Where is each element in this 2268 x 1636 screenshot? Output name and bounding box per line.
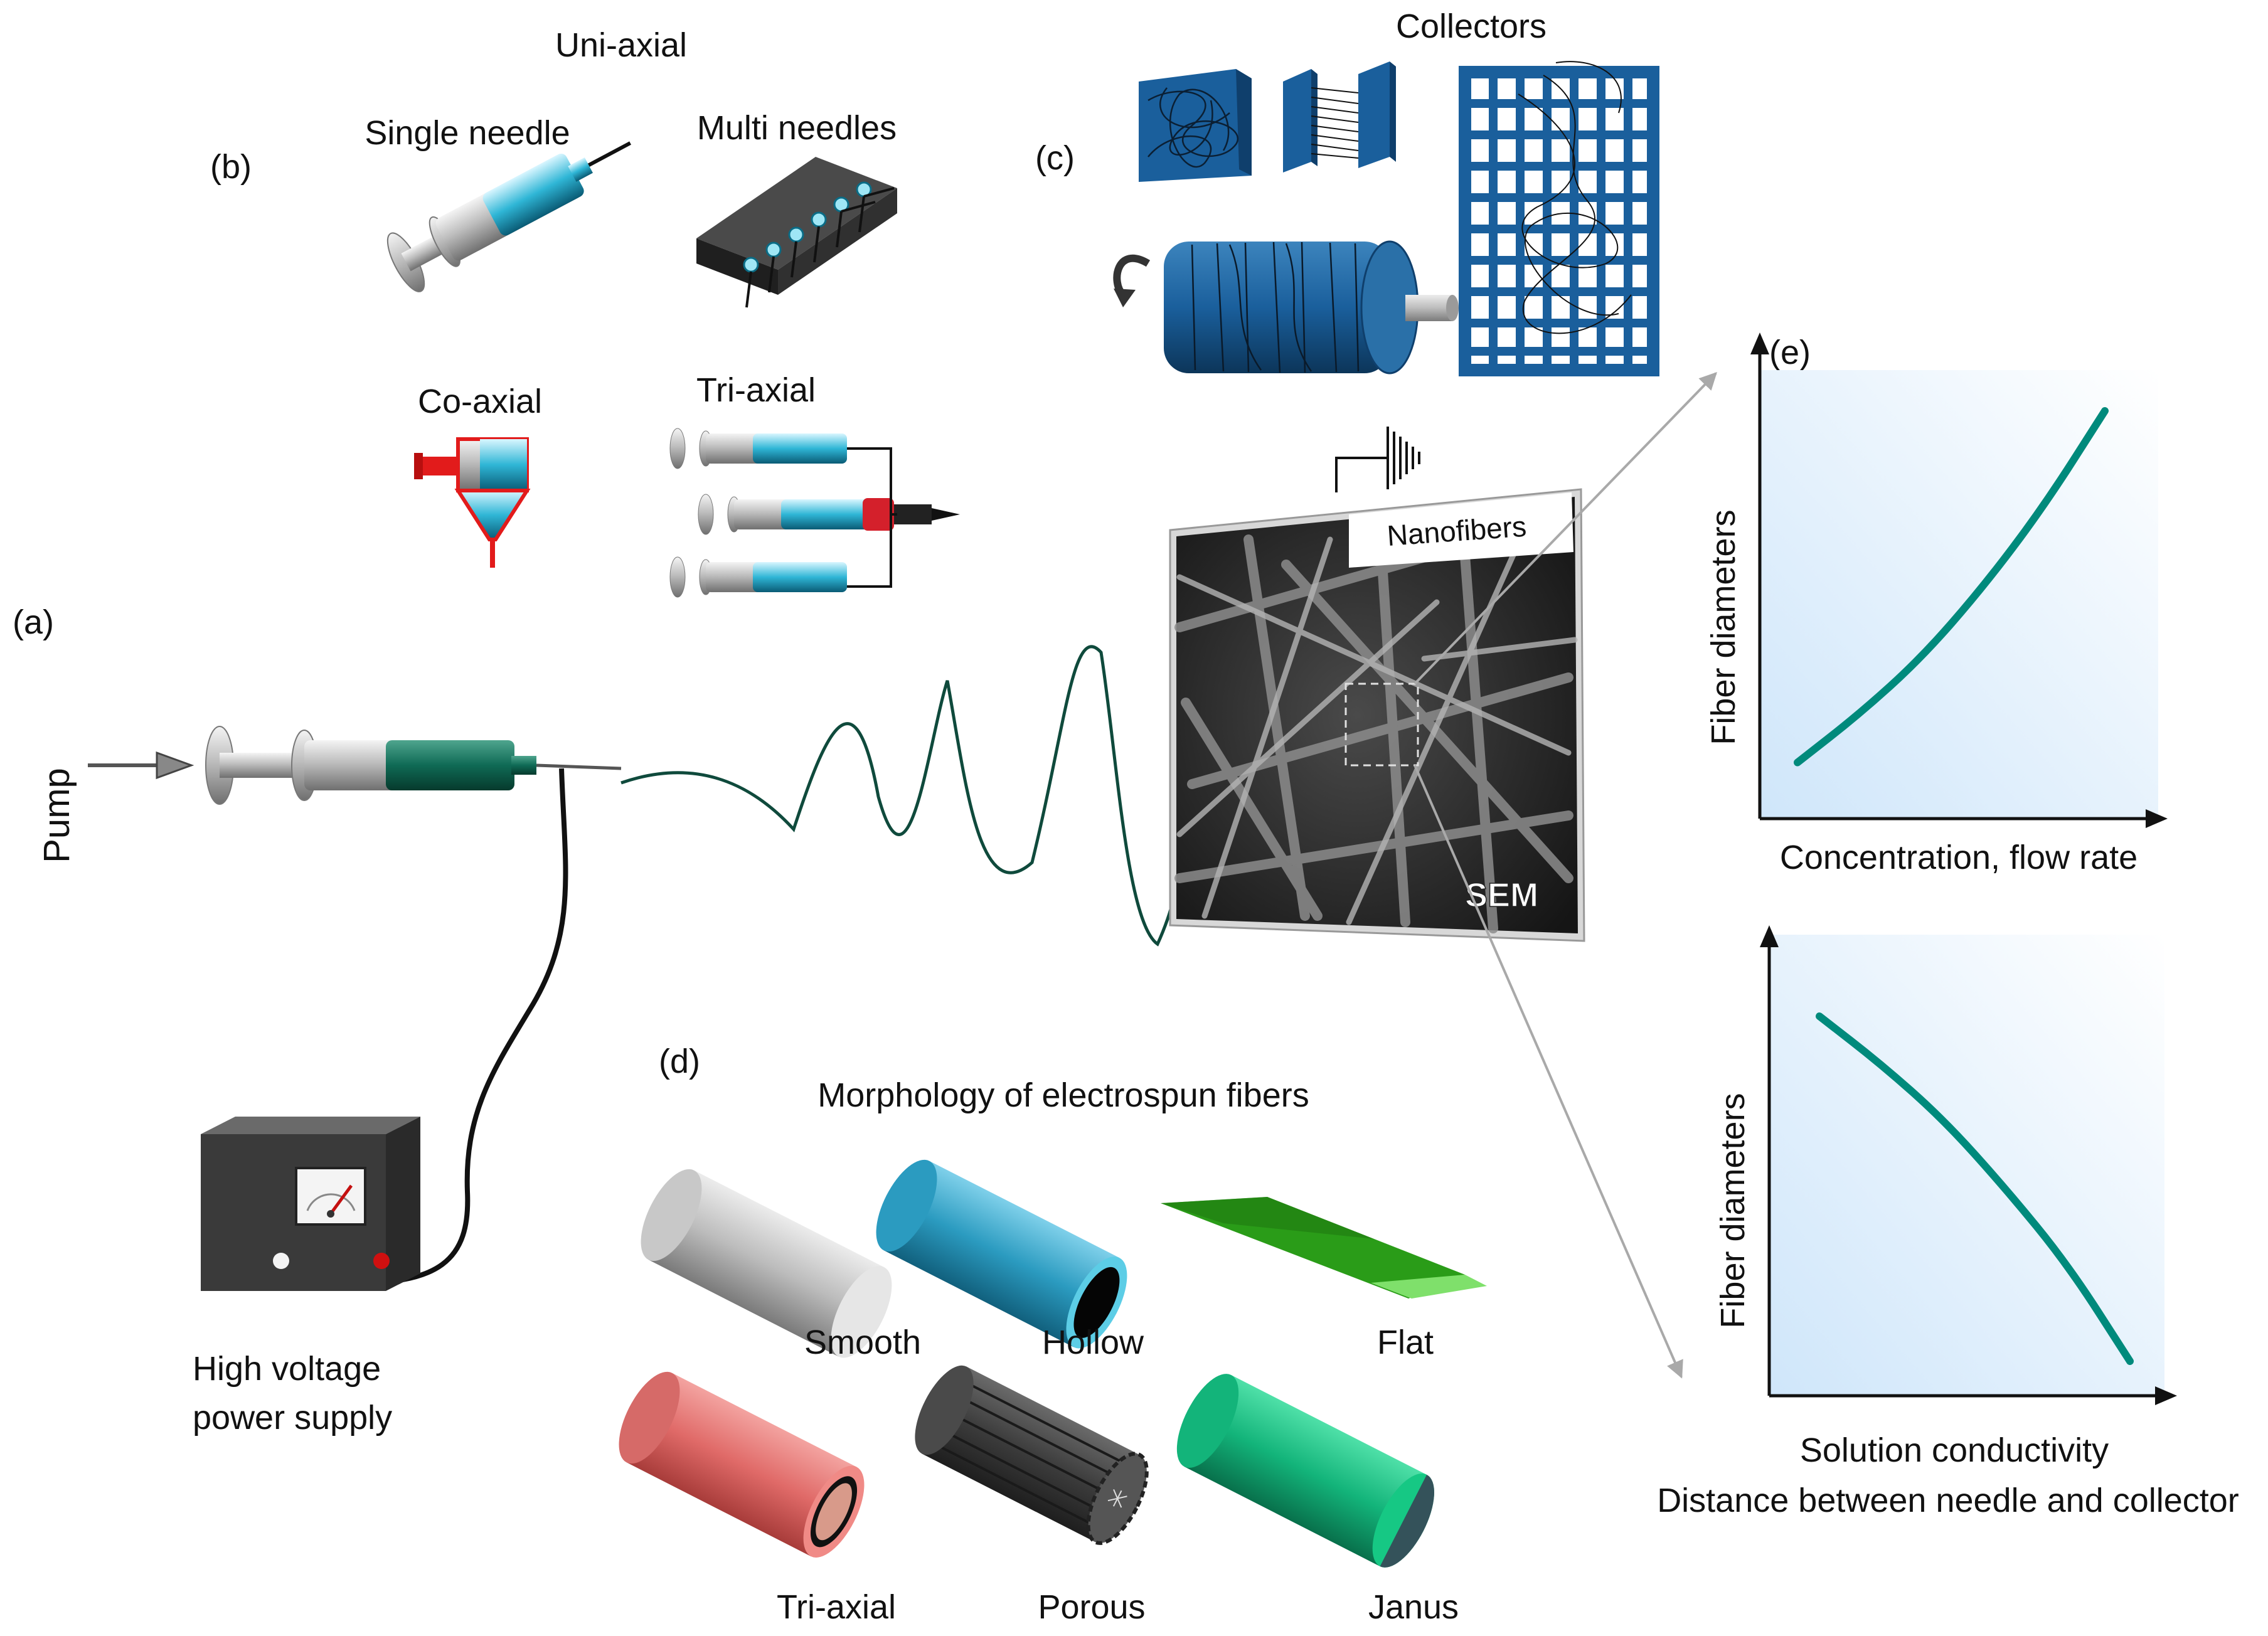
- chart-top-y-arrowhead: [1750, 332, 1769, 354]
- chart-bottom-xlabel-line1: Solution conductivity: [1800, 1432, 2109, 1469]
- collectors-title: Collectors: [1396, 8, 1547, 45]
- fiber-label-triaxial: Tri-axial: [777, 1588, 896, 1626]
- pump-label: Pump: [36, 768, 77, 863]
- power-supply-line1: High voltage: [193, 1350, 381, 1388]
- multi-needles-label: Multi needles: [697, 109, 897, 147]
- chart-top-ylabel: Fiber diameters: [1705, 509, 1742, 745]
- triaxial-nozzle-label: Tri-axial: [696, 371, 816, 409]
- high-voltage-power-supply: [201, 1117, 420, 1291]
- uniaxial-title: Uni-axial: [555, 26, 687, 64]
- sem-to-chart-top-arrow: [1414, 371, 1717, 685]
- chart-bottom-xlabel-line2: Distance between needle and collector: [1657, 1482, 2239, 1519]
- label-d: (d): [659, 1043, 700, 1080]
- chart-bottom: Fiber diameters Solution conductivity Di…: [1657, 925, 2239, 1519]
- label-e: (e): [1769, 334, 1811, 371]
- chart-top-x-arrowhead: [2146, 809, 2168, 828]
- chart-bottom-series-line: [1816, 1012, 2134, 1365]
- triaxial-nozzle: [669, 428, 960, 598]
- multi-needle-block: [696, 157, 897, 308]
- fiber-label-flat: Flat: [1377, 1324, 1434, 1361]
- chart-top-series-line: [1794, 407, 2109, 767]
- electrospinning-jet: [620, 645, 1181, 947]
- chart-bottom-x-arrowhead: [2155, 1386, 2177, 1405]
- pump-arrow: [88, 751, 194, 780]
- mesh-grid-collector: [1459, 61, 1659, 376]
- chart-top-background: [1760, 370, 2158, 819]
- porous-fiber: [915, 1365, 1149, 1545]
- chart-top-xlabel: Concentration, flow rate: [1780, 839, 2138, 876]
- chart-top: Fiber diameters Concentration, flow rate: [1705, 332, 2168, 876]
- chart-bottom-y-arrowhead: [1760, 925, 1779, 947]
- label-c: (c): [1035, 139, 1075, 177]
- coaxial-label: Co-axial: [418, 383, 542, 420]
- fiber-label-smooth: Smooth: [804, 1324, 921, 1361]
- fiber-label-janus: Janus: [1368, 1588, 1459, 1626]
- fiber-label-hollow: Hollow: [1042, 1324, 1144, 1361]
- triaxial-fiber: [619, 1371, 865, 1558]
- label-a: (a): [13, 603, 54, 641]
- fiber-label-porous: Porous: [1038, 1588, 1145, 1626]
- parallel-plate-collector: [1283, 61, 1396, 173]
- morphology-title: Morphology of electrospun fibers: [817, 1076, 1309, 1114]
- coaxial-nozzle: [414, 437, 531, 568]
- single-needle-syringe: [386, 141, 632, 292]
- smooth-fiber: [641, 1169, 892, 1358]
- sem-image-panel: [1169, 488, 1585, 942]
- label-b: (b): [210, 148, 252, 186]
- flat-fiber: [1161, 1197, 1487, 1299]
- flat-plate-collector: [1139, 69, 1252, 182]
- chart-bottom-ylabel: Fiber diameters: [1714, 1093, 1752, 1328]
- power-supply-line2: power supply: [193, 1399, 392, 1437]
- rotating-drum-collector: [1113, 240, 1459, 374]
- single-needle-label: Single needle: [365, 114, 570, 152]
- main-syringe: [205, 726, 622, 805]
- hollow-fiber: [876, 1159, 1127, 1349]
- ground-symbol: [1335, 427, 1420, 492]
- sem-to-chart-bottom-arrow: [1414, 765, 1683, 1379]
- power-cable: [341, 768, 568, 1286]
- janus-fiber: [1176, 1374, 1434, 1568]
